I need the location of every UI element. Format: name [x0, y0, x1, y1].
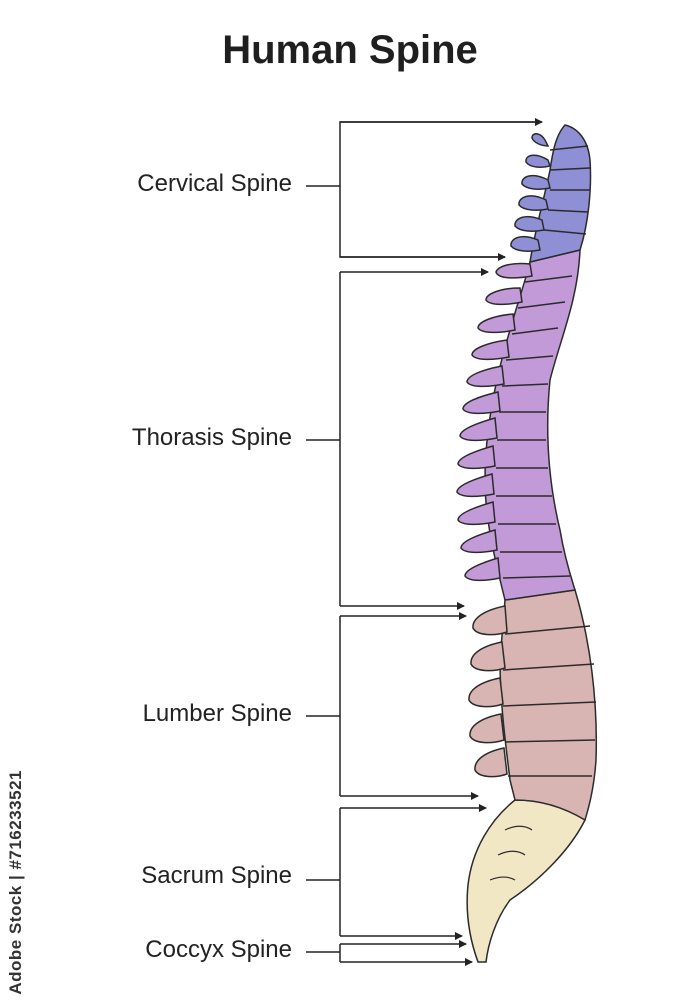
page-title: Human Spine — [222, 28, 478, 72]
label-lumbar-spine: Lumber Spine — [142, 700, 292, 727]
label-coccyx-spine: Coccyx Spine — [145, 936, 292, 963]
thoracic-processes — [456, 262, 533, 582]
vertebra-dividers — [496, 145, 597, 777]
region-connectors — [306, 118, 543, 966]
sacrum-region — [466, 799, 586, 963]
lumbar-region — [499, 589, 598, 822]
label-sacrum-spine: Sacrum Spine — [141, 862, 292, 889]
sacrum-texture — [489, 825, 533, 881]
lumbar-processes — [468, 605, 508, 778]
label-cervical-spine: Cervical Spine — [137, 170, 292, 197]
spine-illustration — [456, 124, 598, 963]
cervical-processes — [510, 133, 551, 252]
label-thoracic-spine: Thorasis Spine — [131, 424, 292, 451]
cervical-bracket — [339, 121, 540, 258]
cervical-region — [529, 124, 592, 263]
